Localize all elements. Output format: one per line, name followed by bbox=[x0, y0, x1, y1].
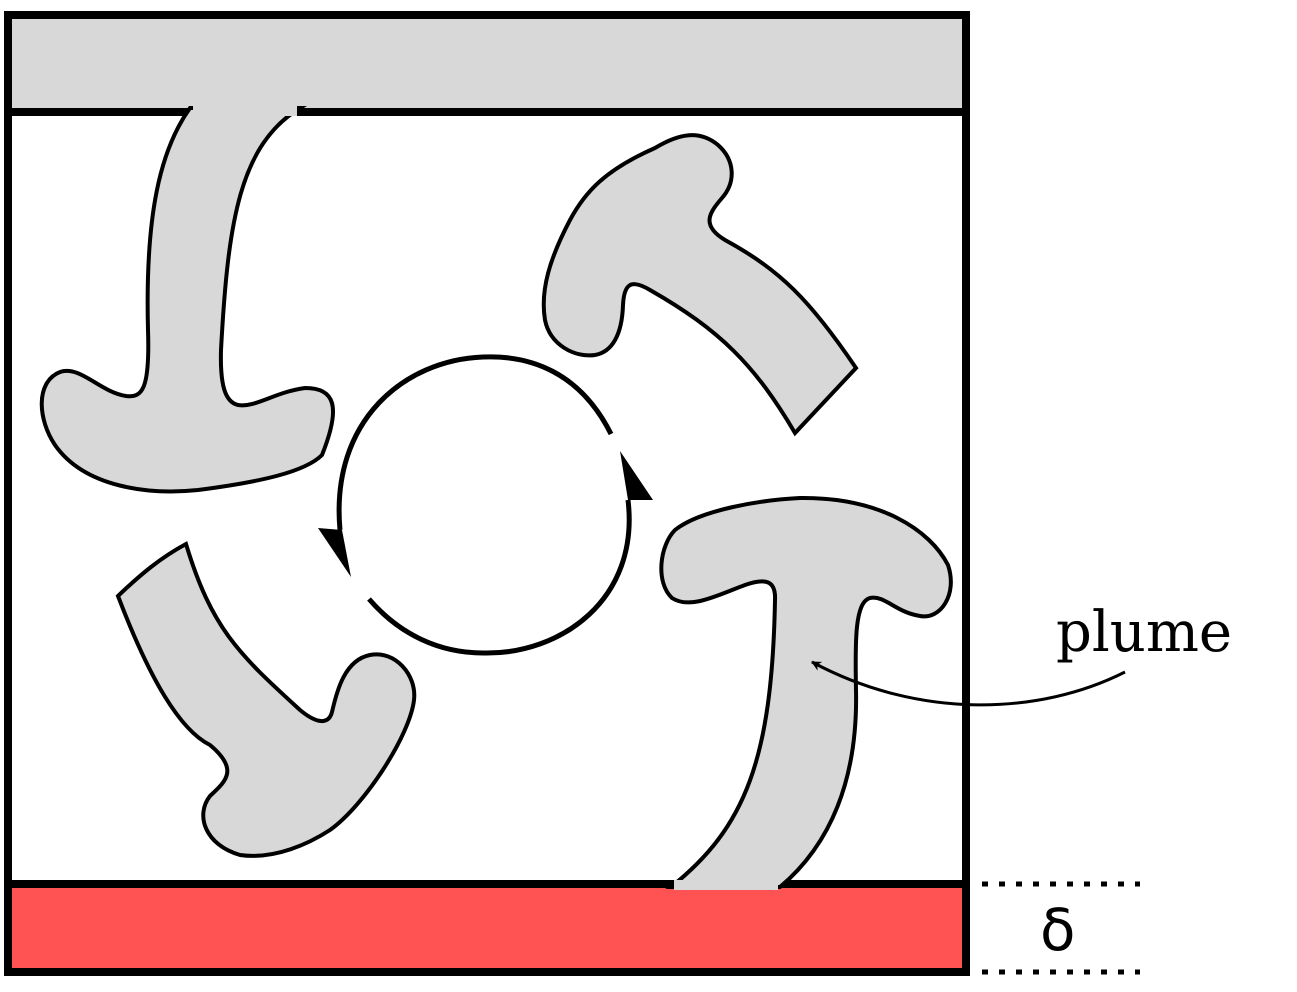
circulation-arrowhead-left bbox=[318, 528, 351, 577]
plume-pointer-curve bbox=[811, 660, 1126, 707]
plume-bottom-right-joint bbox=[674, 880, 778, 890]
circulation-arc-upper bbox=[336, 354, 614, 531]
cell-walls bbox=[4, 108, 970, 888]
plume-bottom-right bbox=[659, 495, 953, 889]
plume-label: plume bbox=[1056, 600, 1232, 665]
circulation-arrowhead-right bbox=[620, 451, 653, 500]
circulation-arc-lower bbox=[367, 499, 632, 656]
plume-bottom-left bbox=[115, 541, 417, 858]
cold-top-plate bbox=[4, 11, 970, 116]
circular-arrows-icon bbox=[318, 354, 653, 656]
boundary-layer-thickness-label: δ bbox=[1040, 896, 1076, 964]
hot-bottom-plate bbox=[4, 880, 970, 976]
plume-top-left bbox=[39, 106, 336, 494]
plume-top-left-joint bbox=[193, 106, 297, 116]
plume-top-right bbox=[541, 133, 859, 437]
